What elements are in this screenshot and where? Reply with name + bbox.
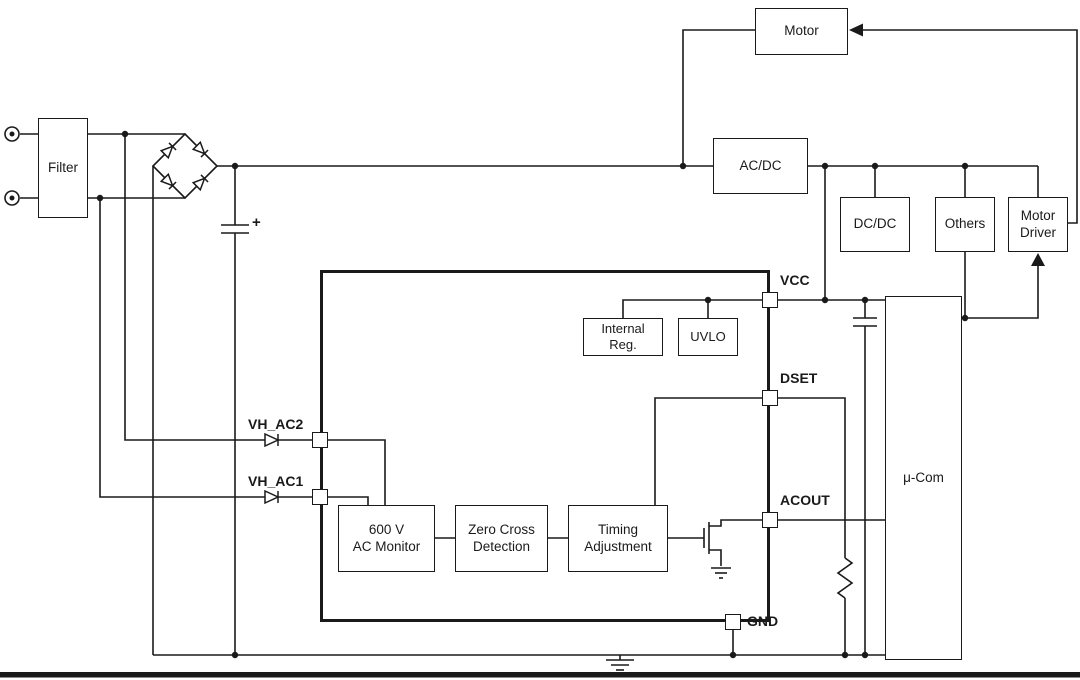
block-uvlo-label: UVLO bbox=[690, 328, 726, 344]
pin-vcc bbox=[762, 292, 778, 308]
block-uvlo: UVLO bbox=[678, 318, 738, 356]
block-internal-reg: Internal Reg. bbox=[583, 318, 663, 356]
block-motor-driver: Motor Driver bbox=[1008, 197, 1068, 252]
diode-vh-ac2-icon bbox=[264, 432, 280, 448]
pin-vh-ac2 bbox=[312, 432, 328, 448]
junction-dots bbox=[9, 130, 969, 659]
block-mcu: μ-Com bbox=[885, 296, 962, 660]
block-dcdc-label: DC/DC bbox=[853, 216, 897, 232]
dset-resistor bbox=[836, 557, 854, 599]
pin-vh-ac1 bbox=[312, 489, 328, 505]
pin-label-dset: DSET bbox=[780, 370, 818, 386]
mosfet-symbol bbox=[703, 519, 762, 579]
block-timing: Timing Adjustment bbox=[568, 505, 668, 572]
pin-label-vh-ac2: VH_AC2 bbox=[248, 416, 304, 432]
block-acdc-label: AC/DC bbox=[739, 157, 782, 173]
capacitor-plus-mark: + bbox=[252, 214, 261, 231]
block-acdc: AC/DC bbox=[713, 138, 808, 194]
block-filter: Filter bbox=[38, 118, 88, 218]
arrow-into-motor-icon bbox=[849, 23, 863, 37]
pin-dset bbox=[762, 390, 778, 406]
diode-vh-ac1-icon bbox=[264, 489, 280, 505]
ground-symbol bbox=[606, 655, 634, 671]
pin-label-vh-ac1: VH_AC1 bbox=[248, 473, 304, 489]
block-dcdc: DC/DC bbox=[840, 197, 910, 252]
block-mcu-label: μ-Com bbox=[903, 469, 944, 485]
block-filter-label: Filter bbox=[48, 159, 78, 175]
bridge-rectifier-diodes bbox=[159, 140, 209, 192]
pin-label-acout: ACOUT bbox=[780, 492, 830, 508]
bottom-border-bar bbox=[0, 672, 1080, 678]
pin-label-vcc: VCC bbox=[780, 272, 810, 288]
block-zero-cross: Zero Cross Detection bbox=[455, 505, 548, 572]
wiring bbox=[4, 29, 1078, 671]
arrow-into-motor-driver-icon bbox=[1031, 253, 1045, 266]
pin-gnd bbox=[725, 614, 741, 630]
bridge-rectifier-outline bbox=[151, 132, 219, 200]
block-others-label: Others bbox=[944, 216, 986, 232]
ac-terminal-bottom-icon bbox=[4, 190, 20, 206]
block-ac-monitor: 600 V AC Monitor bbox=[338, 505, 435, 572]
smoothing-capacitor bbox=[221, 166, 249, 655]
block-motor-label: Motor bbox=[784, 23, 819, 39]
pin-label-gnd: GND bbox=[747, 613, 779, 629]
vcc-capacitor bbox=[853, 300, 877, 655]
block-others: Others bbox=[935, 197, 995, 252]
block-motor: Motor bbox=[755, 8, 848, 55]
ac-terminal-top-icon bbox=[4, 126, 20, 142]
pin-acout bbox=[762, 512, 778, 528]
